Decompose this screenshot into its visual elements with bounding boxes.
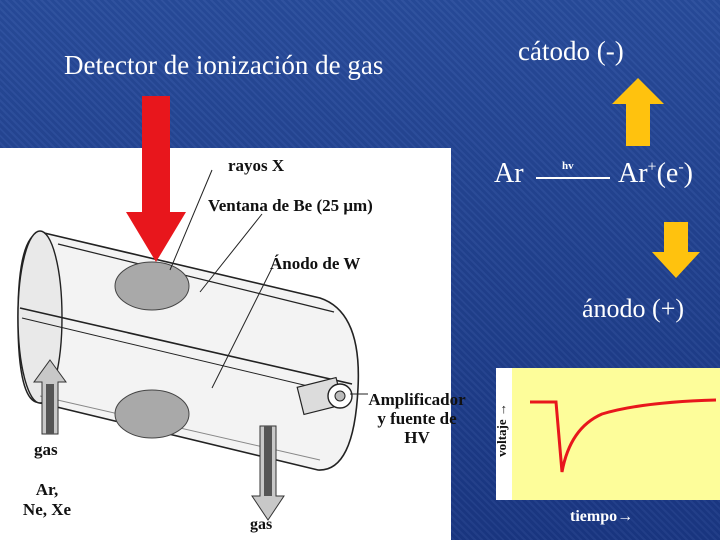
gas-inlet-arrow-icon: [33, 359, 67, 435]
reaction-left: Ar: [494, 158, 524, 189]
reaction-ion-charge: +: [647, 158, 657, 176]
gas-outlet-label: gas: [250, 516, 273, 533]
reaction-arrow-line: [536, 177, 610, 179]
reaction-right: Ar+(e-): [618, 158, 693, 190]
gas-types-label: Ar, Ne, Xe: [12, 480, 82, 520]
be-window-label: Ventana de Be (25 μm): [208, 196, 373, 215]
gas-types-line-2: Ne, Xe: [22, 500, 72, 519]
gas-outlet-arrow-icon: [251, 425, 285, 521]
xray-label: rayos X: [228, 156, 285, 175]
voltage-axis-bar: [496, 368, 512, 500]
reaction-electron-charge: -: [678, 158, 684, 176]
pulse-graph: [512, 368, 720, 500]
w-anode-label: Ánodo de W: [270, 254, 361, 273]
reaction-electron-open: (e: [656, 158, 679, 189]
voltage-pulse-curve: [530, 398, 717, 473]
amplifier-label: Amplificador y fuente de HV: [362, 390, 472, 447]
amplifier-line-2: y fuente de: [377, 409, 457, 428]
graph-ylabel: voltaje →: [494, 403, 509, 457]
down-arrow-icon: [652, 222, 700, 278]
amplifier-line-1: Amplificador: [368, 390, 466, 409]
gas-inlet-label: gas: [34, 440, 58, 459]
cathode-label: cátodo (-): [518, 36, 624, 66]
slide-title: Detector de ionización de gas: [64, 50, 384, 80]
up-arrow-icon: [612, 78, 664, 146]
amplifier-line-3: HV: [404, 428, 430, 447]
reaction-arrow-label: hv: [562, 160, 574, 172]
gas-types-line-1: Ar,: [35, 480, 59, 499]
graph-xlabel: tiempo→: [570, 508, 634, 525]
reaction-electron-close: ): [683, 158, 693, 189]
anode-label: ánodo (+): [582, 294, 685, 323]
reaction-ion: Ar: [618, 158, 648, 189]
